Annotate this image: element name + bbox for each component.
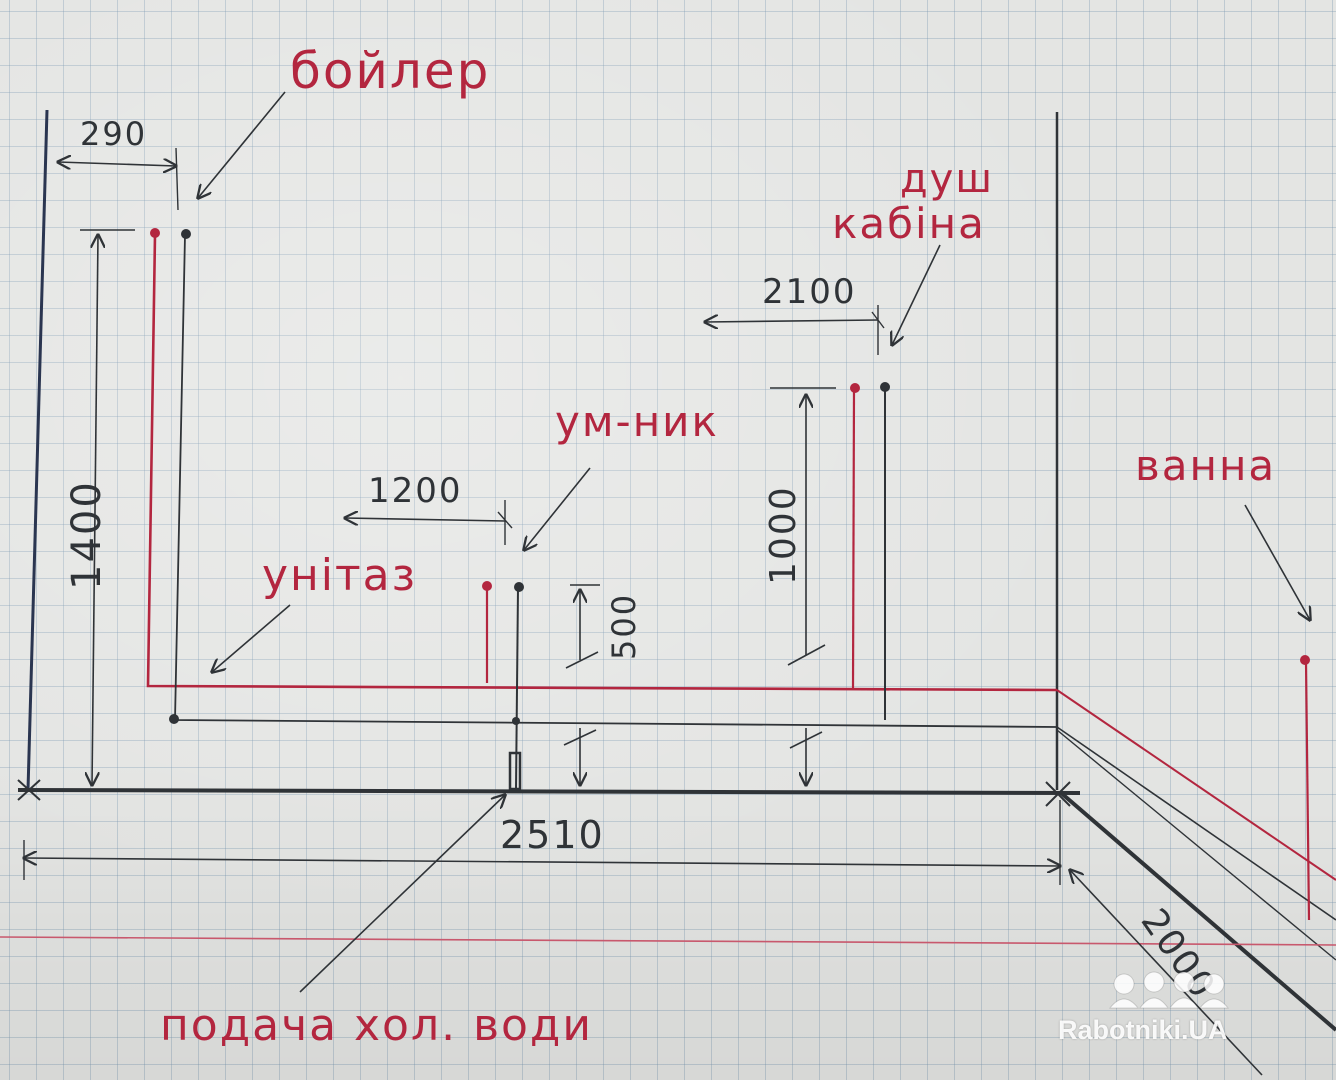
floor-corner-left <box>17 779 41 801</box>
dim-290-line <box>58 162 176 166</box>
right-hot-perspective <box>1056 689 1336 881</box>
boiler-label: бойлер <box>290 42 490 100</box>
dim-500-value: 500 <box>605 593 643 660</box>
right-cold-perspective <box>1056 726 1336 921</box>
dim-1200-tick <box>497 500 513 545</box>
shower-label-1: душ <box>900 156 994 202</box>
dim-500-bottom-tick <box>565 651 599 669</box>
watermark-logo <box>1108 971 1230 1009</box>
shower-label-2: кабіна <box>832 199 986 248</box>
dim-1200-value: 1200 <box>368 471 463 511</box>
watermark-text: Rabotniki.UA <box>1058 1015 1228 1045</box>
cold-water-pointer <box>299 795 505 993</box>
paper-red-line <box>0 936 1336 946</box>
toilet-label: унітаз <box>262 550 417 601</box>
sink-cold-outlet <box>514 582 524 592</box>
cold-water-inlet-stub <box>508 751 522 791</box>
sink-cold-riser <box>515 587 519 791</box>
boiler-pointer <box>198 91 286 198</box>
bath-pointer <box>1244 504 1310 620</box>
dim-2510-value: 2510 <box>500 813 605 857</box>
dim-1000-bottom-tick <box>787 644 826 666</box>
bath-hot-riser <box>1304 661 1311 921</box>
dim-1400-value: 1400 <box>64 480 110 590</box>
dim-2000-line <box>1070 870 1263 1076</box>
dim-290-value: 290 <box>80 115 147 153</box>
shower-hot-riser <box>851 389 856 689</box>
boiler-cold-outlet <box>181 229 191 239</box>
dim-2100-line <box>705 320 879 322</box>
dim-1000-value: 1000 <box>763 485 804 585</box>
shower-cold-outlet <box>880 382 890 392</box>
dim-1000-floor-tick <box>789 731 823 749</box>
cold-water-label: подача хол. води <box>160 1000 593 1051</box>
dim-500-floor-tick <box>563 729 597 746</box>
right-floor-perspective <box>1058 790 1336 1032</box>
right-wall-extra <box>1056 729 1336 961</box>
boiler-hot-outlet <box>150 228 160 238</box>
floor-line <box>17 788 1081 795</box>
dim-2100-value: 2100 <box>762 272 857 312</box>
dim-2100-tick <box>871 305 885 355</box>
dim-2510-line <box>24 858 1060 866</box>
dim-1200-line <box>345 518 506 521</box>
dim-1400-line <box>92 235 98 785</box>
dim-290-tick <box>175 147 179 211</box>
sink-label: ум-ник <box>555 397 719 446</box>
shower-hot-outlet <box>850 383 860 393</box>
cold-pipe-node-left <box>169 714 179 724</box>
bath-label: ванна <box>1135 441 1276 490</box>
bath-hot-outlet <box>1300 655 1310 665</box>
toilet-pointer <box>212 604 291 672</box>
hot-water-pipe <box>146 234 1058 692</box>
left-wall-line <box>26 109 49 791</box>
sink-pointer <box>524 467 591 550</box>
floor-corner-right <box>1045 781 1071 807</box>
sink-cold-node <box>512 717 520 725</box>
toilet-hot-outlet <box>482 581 492 591</box>
shower-pointer <box>892 244 941 345</box>
